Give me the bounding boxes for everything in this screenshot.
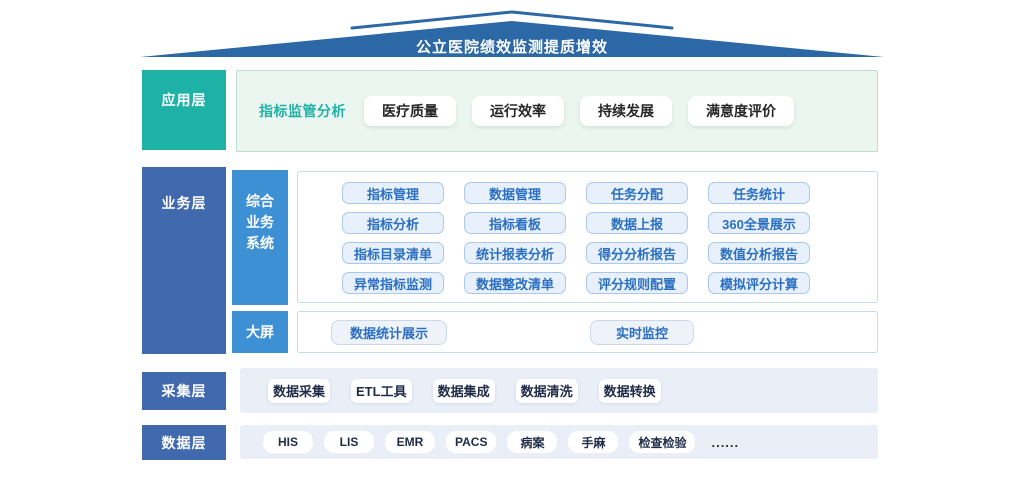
bigscreen-item: 实时监控 [590, 319, 695, 345]
collection-item: 数据采集 [268, 378, 331, 403]
business-item: 异常指标监测 [342, 272, 444, 294]
business-item: 数据管理 [464, 182, 566, 204]
data-source-item: EMR [385, 431, 435, 453]
collection-item: ETL工具 [351, 378, 412, 403]
business-system-panel: 指标管理 数据管理 任务分配 任务统计 指标分析 指标看板 数据上报 360全景… [297, 171, 878, 303]
application-highlight-label: 指标监管分析 [259, 103, 346, 119]
bigscreen-label-text: 大屏 [246, 324, 274, 340]
layer-label-data: 数据层 [142, 425, 226, 460]
data-source-item: HIS [263, 431, 313, 453]
data-panel: HIS LIS EMR PACS 病案 手麻 检查检验 ...... [240, 425, 878, 459]
layer-label-application: 应用层 [142, 70, 226, 150]
collection-item: 数据转换 [598, 378, 661, 403]
application-item: 满意度评价 [688, 96, 794, 126]
business-item: 得分分析报告 [586, 242, 688, 264]
application-panel: 指标监管分析 医疗质量 运行效率 持续发展 满意度评价 [236, 70, 878, 152]
layer-label-collection: 采集层 [142, 372, 226, 410]
business-item: 数值分析报告 [708, 242, 810, 264]
collection-item: 数据清洗 [515, 378, 578, 403]
roof-triangle [140, 21, 884, 57]
diagram-title: 公立医院绩效监测提质增效 [415, 39, 608, 56]
business-item: 统计报表分析 [464, 242, 566, 264]
layer-label-data-text: 数据层 [161, 434, 207, 451]
roof-shape [140, 10, 884, 57]
layer-label-application-text: 应用层 [161, 92, 207, 108]
application-item: 持续发展 [580, 96, 672, 126]
layer-label-business: 业务层 [142, 167, 226, 354]
business-item: 数据整改清单 [464, 272, 566, 294]
data-more-ellipsis: ...... [711, 434, 740, 450]
data-source-item: LIS [324, 431, 374, 453]
application-item: 医疗质量 [364, 96, 456, 126]
business-item: 数据上报 [586, 212, 688, 234]
application-item: 运行效率 [472, 96, 564, 126]
layer-label-business-text: 业务层 [161, 195, 207, 211]
collection-item: 数据集成 [432, 378, 495, 403]
data-source-item: PACS [446, 431, 497, 453]
business-item: 模拟评分计算 [708, 272, 810, 294]
business-system-label: 综合业务系统 [232, 170, 288, 305]
data-source-item: 检查检验 [629, 431, 696, 453]
title-banner: 公立医院绩效监测提质增效 [140, 6, 884, 62]
business-item: 任务分配 [586, 182, 688, 204]
business-item: 指标看板 [464, 212, 566, 234]
bigscreen-label: 大屏 [232, 311, 288, 353]
business-system-label-text: 综合业务系统 [246, 193, 274, 251]
business-item: 指标目录清单 [342, 242, 444, 264]
bigscreen-item: 数据统计展示 [331, 319, 448, 345]
business-item: 评分规则配置 [586, 272, 688, 294]
data-source-item: 手麻 [568, 431, 619, 453]
roof-peak-accent [350, 10, 674, 30]
layer-label-collection-text: 采集层 [161, 383, 207, 399]
collection-panel: 数据采集 ETL工具 数据集成 数据清洗 数据转换 [240, 368, 878, 413]
business-item: 任务统计 [708, 182, 810, 204]
bigscreen-panel: 数据统计展示 实时监控 [297, 311, 878, 353]
business-item: 指标分析 [342, 212, 444, 234]
business-item: 指标管理 [342, 182, 444, 204]
data-source-item: 病案 [507, 431, 558, 453]
business-item: 360全景展示 [708, 212, 810, 234]
